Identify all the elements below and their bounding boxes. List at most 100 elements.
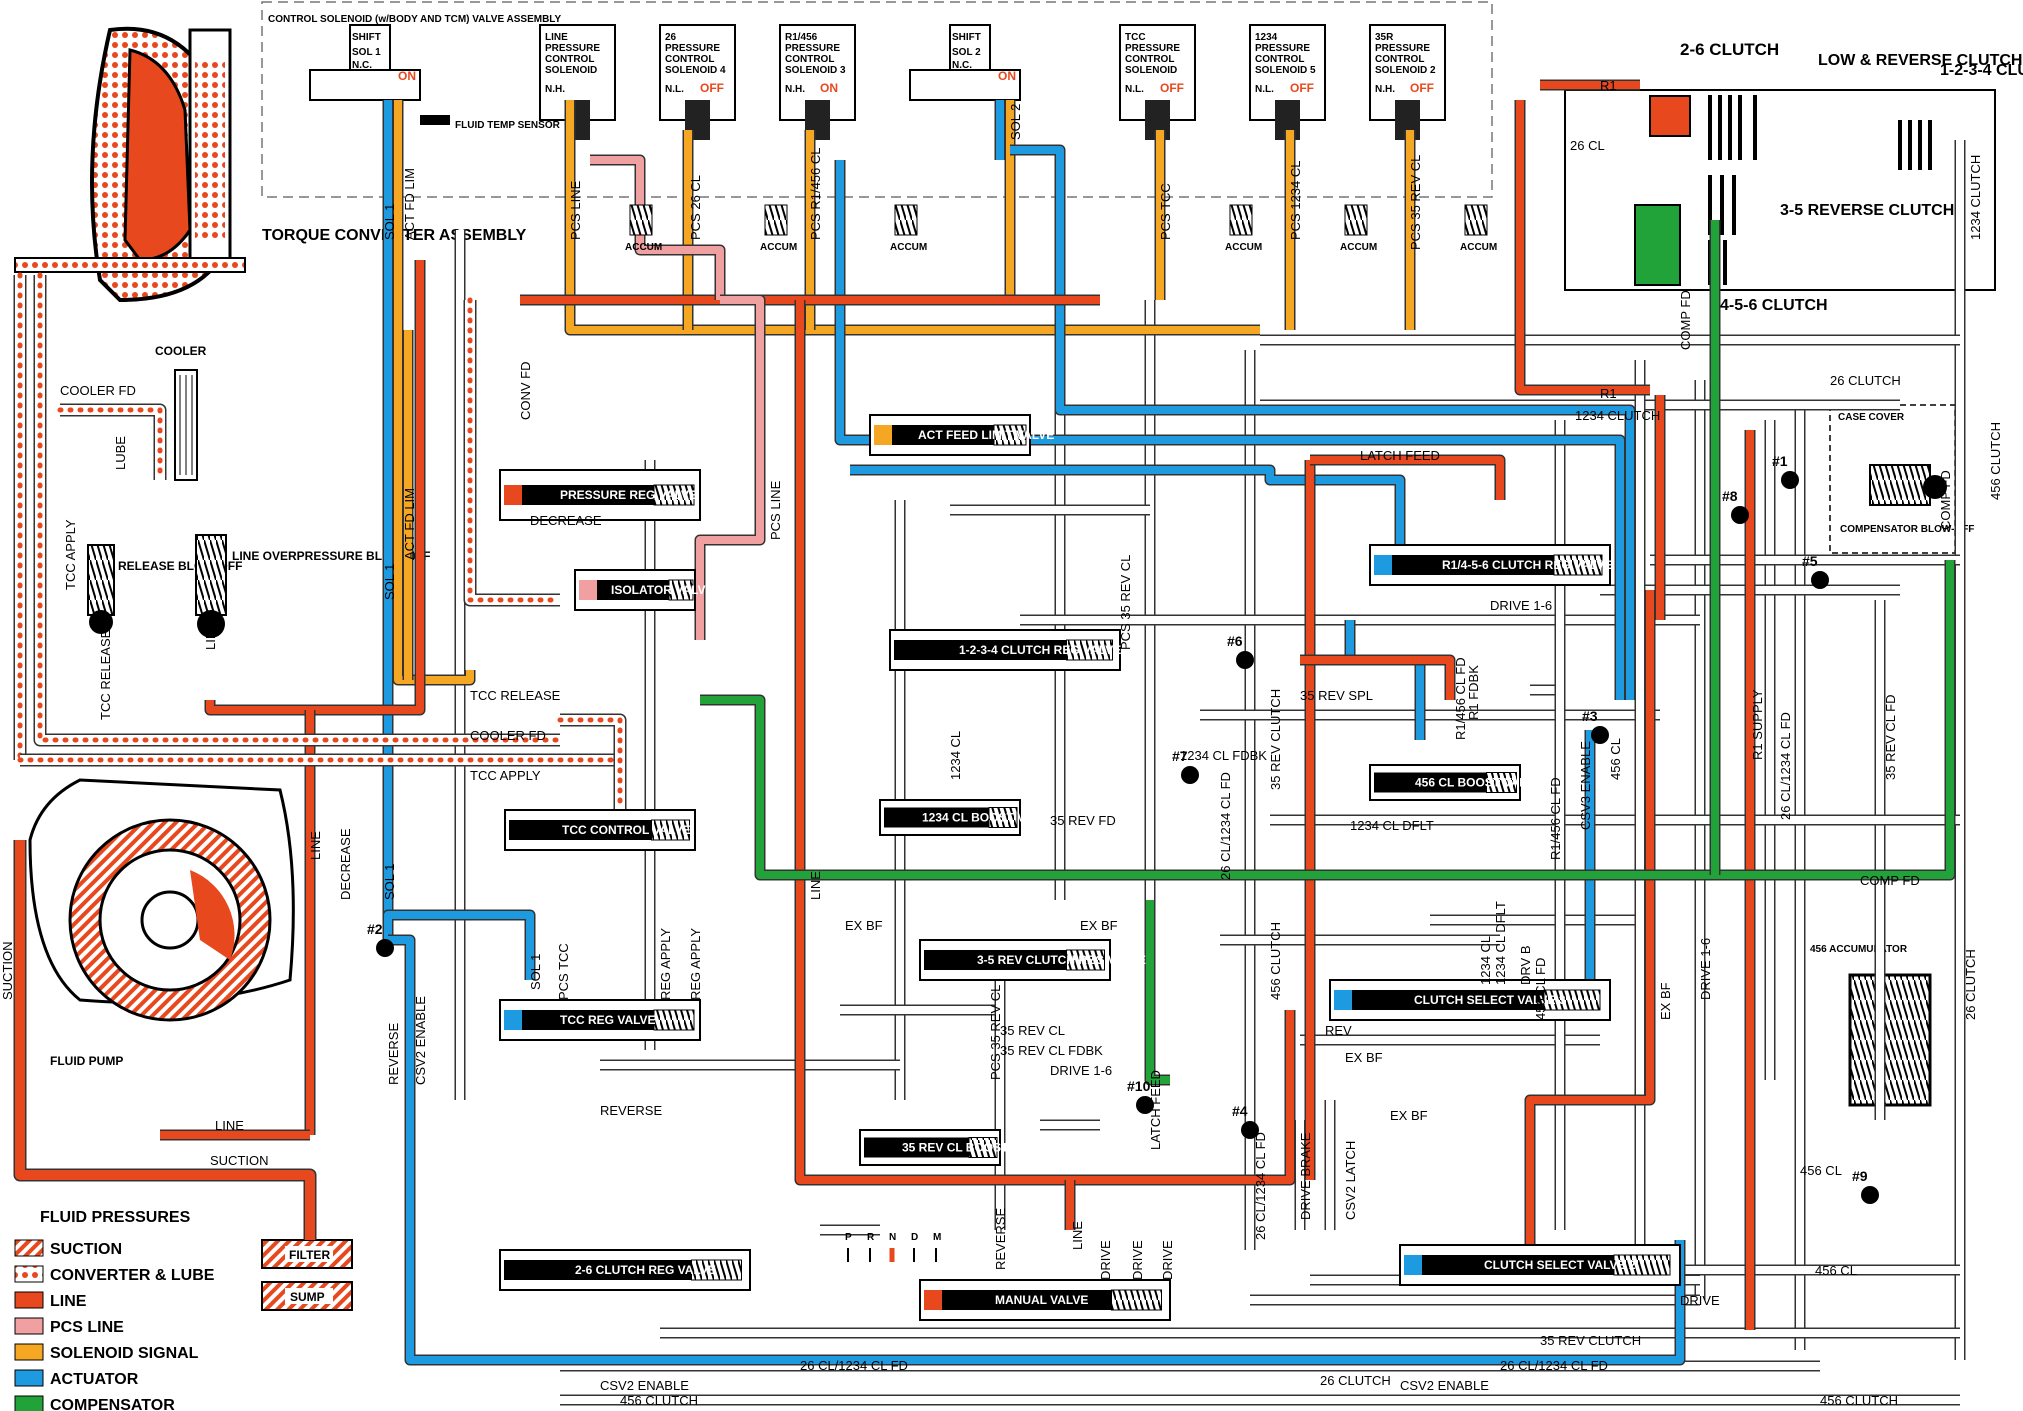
- solenoid-name: 35R: [1375, 32, 1394, 43]
- checkball-label-10: #10: [1127, 1078, 1151, 1094]
- solenoid-name: 26: [665, 32, 677, 43]
- solenoid-name-2: SOL 1: [352, 47, 381, 58]
- conv-fd: [465, 300, 560, 605]
- csv3-enable-top: [1346, 620, 1424, 740]
- label-ex_bf: EX BF: [1345, 1050, 1383, 1065]
- solenoid-name: SOLENOID 2: [1375, 65, 1436, 76]
- label-sol1: SOL 1: [382, 864, 397, 900]
- cl-456-boost-valve-label: 456 CL BOOST VALVE: [1415, 776, 1542, 790]
- label-1234_cl: 1234 CL: [1478, 936, 1493, 985]
- sol1-signal: [394, 100, 474, 684]
- label-ex_bf: EX BF: [1390, 1108, 1428, 1123]
- checkball-8: [1731, 506, 1749, 524]
- cooler-icon: [174, 369, 198, 481]
- accumulator-456: [1848, 973, 1932, 1107]
- pcs-r1-456: [850, 466, 1404, 560]
- conv-fd-dots: [467, 297, 563, 603]
- line-overpressure-blowoff-icon: [195, 534, 227, 638]
- label-latch_feed: LATCH FEED: [1148, 1070, 1163, 1150]
- solenoid-name: PRESSURE: [1375, 43, 1430, 54]
- comp-10: [1146, 900, 1170, 1084]
- checkball-1: [1781, 471, 1799, 489]
- label-35_rev_fd: 35 REV FD: [1050, 813, 1116, 828]
- csv3-enable-top-outline: [1344, 620, 1426, 740]
- clutch-1234-reg-valve-label: 1-2-3-4 CLUTCH REG VALVE: [959, 643, 1121, 657]
- label-sol1: SOL 1: [382, 564, 397, 600]
- label-reg_apply: REG APPLY: [688, 928, 703, 1000]
- label-sol1: SOL 1: [528, 954, 543, 990]
- label-35_rev_cl_fd: 35 REV CL FD: [1883, 695, 1898, 781]
- clutch-1234-label: 1-2-3-4 CLUTCH: [1940, 62, 2023, 79]
- checkball-4: [1241, 1121, 1259, 1139]
- label-csv3_enable: CSV3 ENABLE: [1578, 741, 1593, 830]
- clutch-select-valve-3-label: CLUTCH SELECT VALVE 3: [1414, 993, 1566, 1007]
- label-456_cl_fd: 456 CL FD: [1533, 958, 1548, 1020]
- sol1-branch: [384, 911, 534, 980]
- label-drive_brake: DRIVE BRAKE: [1298, 1132, 1313, 1220]
- solenoid-name: SHIFT: [952, 32, 981, 43]
- r1-line: [1516, 100, 1650, 394]
- solenoid-state: OFF: [700, 81, 724, 95]
- act-fd-lim-4: [900, 100, 1014, 304]
- label-1234_clutch: 1234 CLUTCH: [1968, 155, 1983, 240]
- sol2: [1010, 146, 1634, 700]
- solenoid-name: R1/456: [785, 32, 818, 43]
- comp-fd: [700, 560, 1954, 879]
- accum-5: [1464, 204, 1488, 236]
- checkball-label-7: #7: [1172, 748, 1188, 764]
- solenoid-assembly-box: [261, 1, 1493, 198]
- legend-label-line: LINE: [50, 1293, 87, 1310]
- cl-456-boost-valve: 456 CL BOOST VALVE: [1369, 764, 1542, 801]
- fluid-pump: [28, 778, 295, 1022]
- release-blowoff-icon: [87, 544, 115, 634]
- solenoid-name: PRESSURE: [665, 43, 720, 54]
- line-overpressure-blowoff-label: LINE OVERPRESSURE BLOW-OFF: [232, 549, 430, 563]
- line-reg: [1310, 456, 1504, 500]
- label-pcs_26_cl: PCS 26 CL: [688, 175, 703, 240]
- tcc-release-loop: [35, 275, 560, 745]
- solenoid-state: OFF: [1160, 81, 1184, 95]
- clutch-select-valve-2: CLUTCH SELECT VALVE 2: [1399, 1244, 1681, 1286]
- r1-fdbk: [1300, 656, 1454, 700]
- fluid-temp-sensor-label: FLUID TEMP SENSOR: [455, 120, 561, 131]
- rev-35-clutch-reg-valve-label: 3-5 REV CLUTCH REG VALVE: [977, 953, 1146, 967]
- label-line: LINE: [1070, 1221, 1085, 1250]
- label-456_clutch: 456 CLUTCH: [620, 1393, 698, 1408]
- checkball-10: [1136, 1096, 1154, 1114]
- pcs-line-1: [590, 156, 724, 300]
- torque-converter: [14, 26, 246, 303]
- solenoid-state: ON: [820, 81, 838, 95]
- tcc-release-loop-dots: [37, 272, 563, 743]
- prndm-R: R: [867, 1232, 875, 1243]
- checkball-label-3: #3: [1582, 708, 1598, 724]
- line-left-main: [796, 300, 1294, 1184]
- label-line: LINE: [203, 621, 218, 650]
- label-456_clutch: 456 CLUTCH: [1988, 422, 2003, 500]
- legend-label-pcs_line: PCS LINE: [50, 1319, 124, 1336]
- solenoid-state: ON: [398, 69, 416, 83]
- tcc-reg-valve: TCC REG VALVE: [499, 999, 701, 1041]
- solenoid-type: N.L.: [665, 84, 684, 95]
- clutch-low-reverse-label: LOW & REVERSE CLUTCH: [1818, 52, 2022, 69]
- solenoid-name: CONTROL: [785, 54, 834, 65]
- solenoid-name: CONTROL: [1375, 54, 1424, 65]
- legend-label-solenoid_signal: SOLENOID SIGNAL: [50, 1345, 199, 1362]
- accum-label-3: ACCUM: [1225, 242, 1262, 253]
- solenoid-name: PRESSURE: [545, 43, 600, 54]
- filter-label: FILTER: [289, 1248, 330, 1262]
- manual-valve-label: MANUAL VALVE: [995, 1293, 1088, 1307]
- label-456_cl: 456 CL: [1800, 1163, 1842, 1178]
- solenoid-name: SOLENOID 3: [785, 65, 846, 76]
- cooler-loop: [60, 405, 165, 480]
- clutch-select-valve-2-label: CLUTCH SELECT VALVE 2: [1484, 1258, 1636, 1272]
- case-cover-label: CASE COVER: [1838, 412, 1905, 423]
- compensator-blowoff-label: COMPENSATOR BLOW-OFF: [1840, 524, 1974, 535]
- checkball-label-5: #5: [1802, 553, 1818, 569]
- solenoid-name: PRESSURE: [785, 43, 840, 54]
- label-35_rev_cl_fdbk: 35 REV CL FDBK: [1000, 1043, 1103, 1058]
- solenoid-name-2: SOL 2: [952, 47, 981, 58]
- label-1234_cl_dflt: 1234 CL DFLT: [1493, 901, 1508, 985]
